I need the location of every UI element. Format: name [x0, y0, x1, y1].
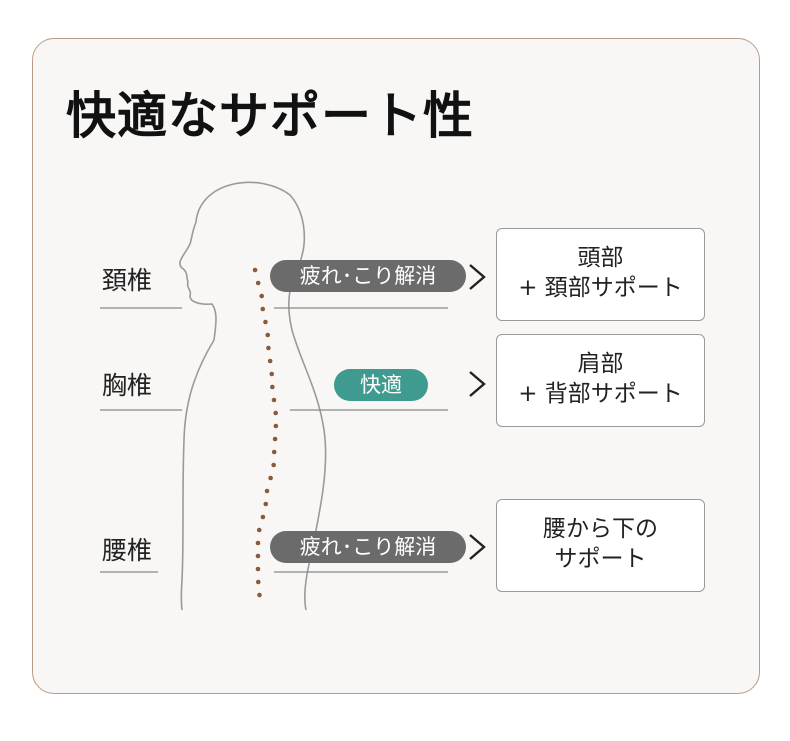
support-box-line1: 肩部 [577, 351, 624, 377]
spine-dot [271, 397, 277, 403]
spine-dot [263, 501, 269, 507]
spine-dot [263, 319, 268, 325]
spine-dot [271, 462, 276, 468]
label-cervical-spine: 頚椎 [102, 266, 153, 295]
support-box-head-neck: 頭部 + 頚部サポート [496, 228, 705, 321]
front-outline [180, 339, 215, 611]
support-box-shoulder-back: 肩部 + 背部サポート [496, 334, 705, 427]
spine-dot [273, 410, 278, 416]
spine-dot [252, 267, 258, 273]
effect-pill-waist: 疲れ･こり解消 [270, 531, 466, 563]
spine-dot [257, 592, 262, 598]
spine-dot [273, 423, 279, 429]
chevron-right-icon [469, 534, 486, 560]
support-box-line2: + 頚部サポート [518, 275, 683, 301]
spine-dot [271, 449, 277, 455]
spine-dot [270, 384, 275, 390]
label-lumbar-spine: 腰椎 [102, 536, 153, 565]
spine-dot [255, 566, 261, 572]
label-thoracic-spine: 胸椎 [102, 371, 153, 400]
face-outline [179, 221, 217, 341]
support-box-line2: + 背部サポート [518, 381, 683, 407]
spine-dot [265, 332, 271, 338]
chevron-right-icon [469, 264, 486, 290]
spine-dot [256, 527, 262, 533]
spine-dot [260, 514, 266, 520]
effect-pill-neck: 疲れ･こり解消 [270, 260, 466, 292]
support-box-line1: 腰から下の [543, 516, 658, 542]
spine-dot [272, 436, 278, 442]
spine-dot [255, 553, 261, 559]
spine-dot [269, 371, 275, 377]
chevron-right-icon [469, 371, 486, 397]
effect-pill-chest: 快適 [334, 369, 428, 401]
spine-dot [255, 540, 261, 546]
spine-dot [255, 579, 261, 585]
spine-dot [264, 488, 270, 494]
support-box-lower-body: 腰から下の サポート [496, 499, 705, 592]
spine-dot [266, 345, 271, 351]
page-title: 快適なサポート性 [66, 87, 474, 145]
spine-dot [268, 475, 273, 481]
support-box-line2: サポート [554, 546, 647, 572]
spine-dot [255, 280, 261, 286]
spine-dot [259, 293, 264, 299]
support-box-line1: 頭部 [577, 245, 624, 271]
spine-dot [267, 358, 273, 364]
spine-dots [252, 267, 279, 598]
spine-dot [260, 306, 266, 312]
